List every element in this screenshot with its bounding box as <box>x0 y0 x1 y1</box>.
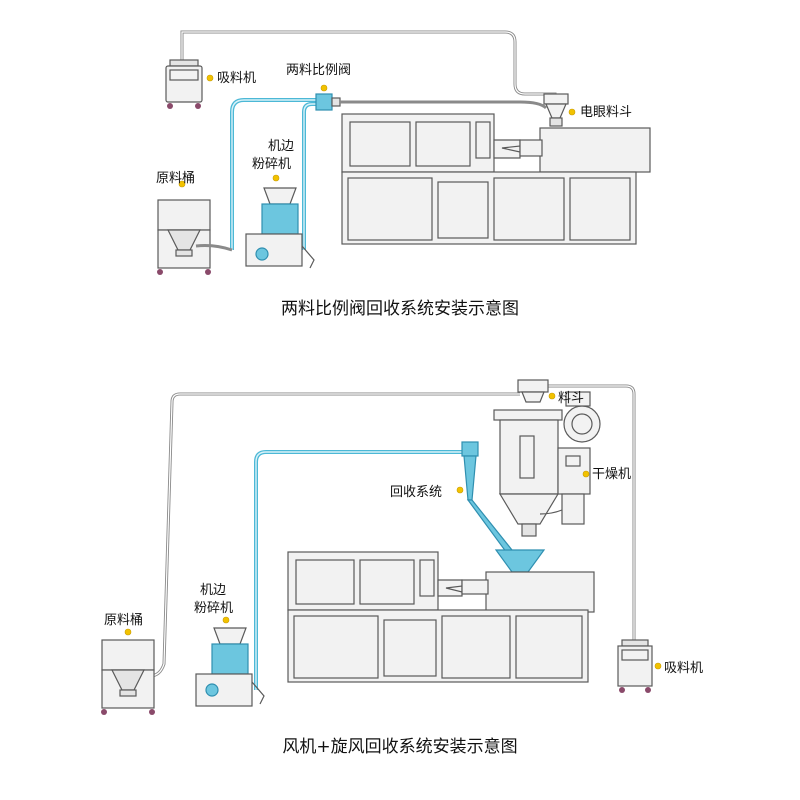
top-ratio-valve-label: 两料比例阀 <box>286 63 351 78</box>
top-caption: 两料比例阀回收系统安装示意图 <box>281 299 519 319</box>
bottom-crusher-label-line2: 粉碎机 <box>194 601 233 616</box>
top-eye-hopper-marker <box>568 108 576 116</box>
bottom-crusher-label-line1: 机边 <box>200 583 226 598</box>
top-suction-label: 吸料机 <box>217 71 256 86</box>
top-eye-hopper-label: 电眼料斗 <box>580 105 632 120</box>
top-crusher-label-line2: 粉碎机 <box>252 157 291 172</box>
top-molding-machine <box>341 113 651 245</box>
bottom-dryer-hopper <box>493 379 601 537</box>
bottom-suction-unit <box>617 639 653 693</box>
bottom-raw-bin-label: 原料桶 <box>104 613 143 628</box>
bottom-blue-return-pipe <box>254 450 462 690</box>
bottom-dryer-label: 干燥机 <box>592 467 631 482</box>
bottom-crusher <box>195 627 265 707</box>
top-crusher-marker <box>272 174 280 182</box>
top-ratio-valve-marker <box>320 84 328 92</box>
top-diagram: 吸料机 两料比例阀 电眼料斗 <box>156 30 651 275</box>
bottom-dryer-marker <box>582 470 590 478</box>
bottom-cyclone <box>461 441 546 573</box>
top-raw-bin <box>157 199 233 275</box>
bottom-recovery-marker <box>456 486 464 494</box>
top-suction-marker <box>206 74 214 82</box>
top-suction-unit <box>165 59 203 109</box>
bottom-vacuum-pipe <box>149 384 636 678</box>
bottom-crusher-marker <box>222 616 230 624</box>
bottom-recovery-label: 回收系统 <box>390 485 442 500</box>
bottom-suction-marker <box>654 662 662 670</box>
top-blue-return-pipe <box>230 98 318 250</box>
top-vacuum-pipe <box>180 30 557 108</box>
bottom-diagram: 料斗 干燥机 回收系统 <box>101 379 703 715</box>
top-crusher <box>245 187 315 269</box>
top-raw-bin-label: 原料桶 <box>156 171 195 186</box>
bottom-raw-bin <box>101 639 155 715</box>
top-raw-bin-marker <box>178 180 186 188</box>
bottom-raw-bin-marker <box>124 628 132 636</box>
top-crusher-label-line1: 机边 <box>268 139 294 154</box>
bottom-molding-machine <box>287 551 595 683</box>
bottom-hopper-label: 料斗 <box>558 391 584 406</box>
bottom-caption: 风机+旋风回收系统安装示意图 <box>282 737 517 757</box>
bottom-hopper-marker <box>548 392 556 400</box>
bottom-suction-label: 吸料机 <box>664 661 703 676</box>
top-ratio-valve <box>315 93 548 111</box>
top-eye-hopper <box>543 93 569 127</box>
